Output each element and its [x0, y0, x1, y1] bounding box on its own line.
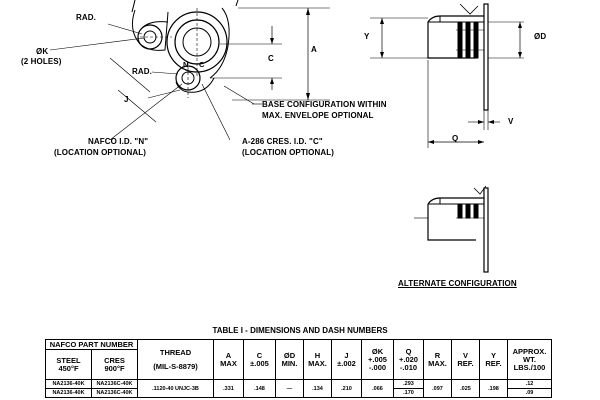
- label-dim-a: A: [311, 45, 317, 54]
- cell-steel: NA2136-40K: [45, 379, 92, 389]
- cell-d: —: [275, 379, 304, 398]
- header-q: Q+.020-.010: [393, 339, 424, 380]
- cell-wt: .12: [507, 379, 552, 389]
- technical-drawing: [49, 0, 524, 273]
- cell-a: .331: [213, 379, 244, 398]
- label-alternate-configuration: ALTERNATE CONFIGURATION: [398, 279, 517, 288]
- table-row: NA2136-40K NA2136C-40K .1120-40 UNJC-3B …: [45, 379, 552, 398]
- label-dim-j: J: [124, 95, 129, 104]
- alternate-configuration-view: [414, 185, 489, 273]
- front-view: [49, 0, 330, 141]
- header-thread: THREAD(MIL-S-8879): [137, 339, 214, 380]
- cell-y: .198: [479, 379, 508, 398]
- label-c-marker: C: [199, 60, 205, 69]
- cell-v: .025: [451, 379, 480, 398]
- table-row: NA2136-40K NA2136C-40K .170 .09: [45, 388, 552, 398]
- header-k: ØK+.005-.000: [361, 339, 394, 380]
- label-cres-id: A-286 CRES. I.D. "C": [242, 137, 323, 146]
- cell-wt: .09: [507, 388, 552, 398]
- label-dim-v: V: [508, 117, 514, 126]
- label-dim-q: Q: [452, 134, 459, 143]
- cell-h: .134: [303, 379, 332, 398]
- cell-q: .170: [393, 388, 424, 398]
- cell-c: .148: [243, 379, 276, 398]
- cell-cres: NA2136C-40K: [91, 379, 138, 389]
- label-two-holes: (2 HOLES): [21, 57, 62, 66]
- cell-r: .097: [423, 379, 452, 398]
- cell-cres: NA2136C-40K: [91, 388, 138, 398]
- label-nafco-location: (LOCATION OPTIONAL): [54, 148, 146, 157]
- label-rad-top: RAD.: [76, 13, 96, 22]
- label-dim-y: Y: [364, 32, 370, 41]
- label-rad-mid: RAD.: [132, 67, 152, 76]
- cell-q: .293: [393, 379, 424, 389]
- label-dim-od: ØD: [534, 32, 547, 41]
- table-title: TABLE I - DIMENSIONS AND DASH NUMBERS: [212, 326, 388, 335]
- label-base-config-2: MAX. ENVELOPE OPTIONAL: [262, 111, 374, 120]
- cell-k: .066: [361, 379, 394, 398]
- header-c: C±.005: [243, 339, 276, 380]
- label-n-marker: N: [183, 60, 189, 69]
- cell-thread: .1120-40 UNJC-3B: [137, 379, 214, 398]
- label-dim-c: C: [268, 54, 274, 63]
- cell-steel: NA2136-40K: [45, 388, 92, 398]
- side-view: [370, 3, 524, 148]
- header-j: J±.002: [331, 339, 362, 380]
- label-cres-location: (LOCATION OPTIONAL): [242, 148, 334, 157]
- cell-j: .210: [331, 379, 362, 398]
- label-base-config-1: BASE CONFIGURATION WITHIN: [262, 100, 387, 109]
- label-dia-k: ØK: [36, 47, 49, 56]
- header-approx-wt: APPROX.WT.LBS./100: [507, 339, 552, 380]
- label-nafco-id: NAFCO I.D. "N": [88, 137, 149, 146]
- header-nafco-part-number: NAFCO PART NUMBER: [45, 339, 138, 350]
